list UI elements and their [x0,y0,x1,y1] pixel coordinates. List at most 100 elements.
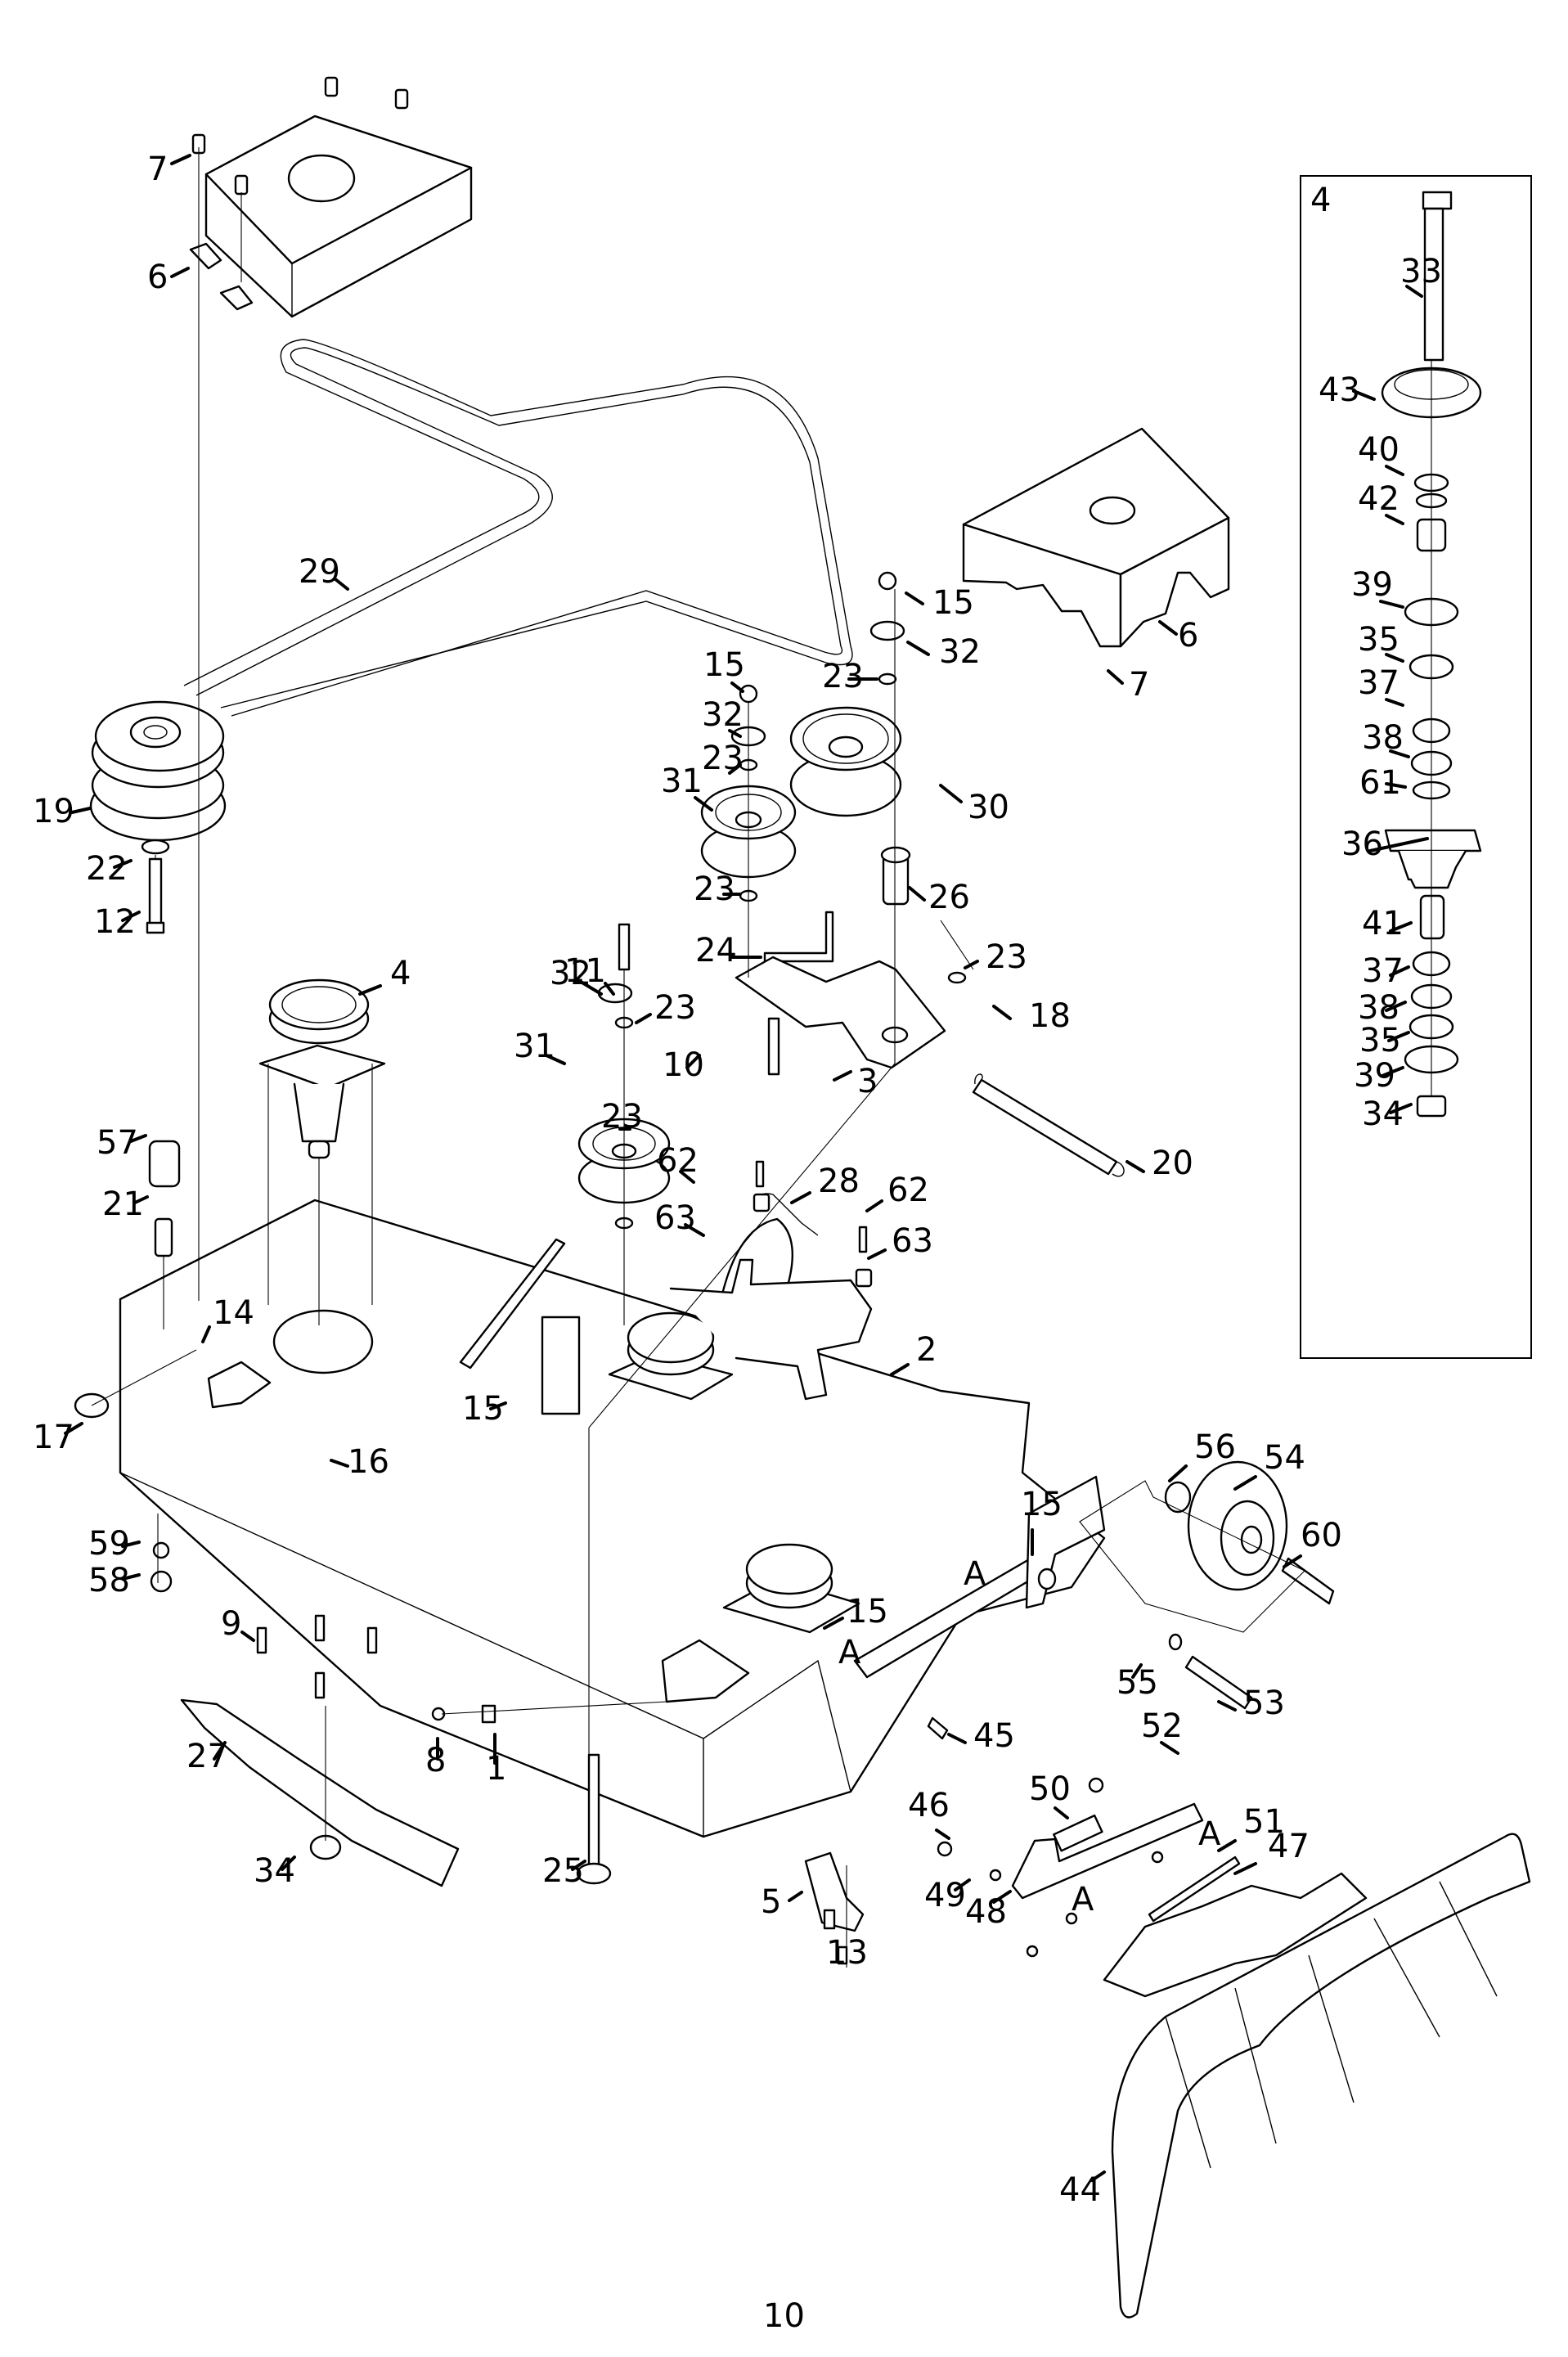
callout-c23e: 23 [964,938,1027,976]
callout-c34: 34 [254,1852,296,1890]
callout-c6a-leader [170,267,190,278]
bolt-icon [324,76,339,97]
callout-c45: 45 [947,1717,1015,1755]
deflector-spring [1053,1814,1103,1852]
nut-icon [150,1570,173,1593]
callout-c1-label: 1 [486,1750,506,1788]
clutch-bolt [146,857,165,934]
callout-c6b-label: 6 [1178,617,1198,654]
callout-c56-label: 56 [1194,1428,1236,1466]
callout-c1: 1 [486,1733,506,1788]
screw-icon [1065,1912,1078,1925]
callout-c9: 9 [221,1605,255,1643]
inset-callout-13-leader [1387,1031,1410,1042]
clip-1 [481,1704,496,1724]
callout-c15b: 15 [703,646,745,693]
callout-c15e-leader [823,1617,844,1630]
callout-c29-label: 29 [299,553,340,591]
callout-c58: 58 [88,1562,141,1599]
electric-clutch [89,700,227,842]
page-number: 10 [763,2297,805,2335]
callout-c62a: 62 [657,1142,699,1184]
inset-callout-8-label: 61 [1359,764,1401,802]
inset-callout-15-label: 34 [1362,1095,1404,1133]
blade-spindle-assembly [258,978,386,1159]
callout-c15c-leader [489,1401,507,1410]
callout-c34-label: 34 [254,1852,295,1890]
callout-c23e-label: 23 [986,938,1027,976]
callout-c15d-label: 15 [1021,1486,1063,1523]
pivot-pin-45 [927,1716,949,1740]
inset-callout-6-leader [1385,698,1404,707]
callout-c8-label: 8 [425,1742,446,1779]
callout-c20-leader [1125,1160,1145,1173]
callout-c21-leader [133,1195,149,1204]
assembly-guide-lines [91,147,1305,1968]
inset-callout-0-leader [1405,285,1423,298]
callout-c49: 49 [924,1877,971,1914]
spacer-icon [753,1193,771,1212]
bracket-24 [763,911,834,963]
inset-callout-13-label: 35 [1359,1022,1401,1059]
inset-callout-14-leader [1381,1066,1404,1077]
bolt-11 [618,923,631,971]
callout-c20: 20 [1125,1145,1193,1182]
bolt-icon [394,88,409,110]
callout-c23c: 23 [694,870,742,908]
callout-c12-label: 12 [94,903,136,941]
callout-c48-leader [992,1890,1012,1904]
callout-c26-leader [908,886,926,902]
callout-c7b-leader [1107,669,1124,685]
callout-c10: 10 [663,1046,704,1084]
callout-c25: 25 [542,1852,586,1890]
callout-c17-leader [64,1422,83,1435]
callout-c12: 12 [94,903,141,941]
callout-c58-label: 58 [88,1562,130,1599]
side-bracket-front [661,1639,750,1703]
inset-callout-15-leader [1389,1103,1413,1114]
callout-c26-label: 26 [928,879,970,916]
callout-c7a-leader [170,154,191,165]
nut-icon [1088,1777,1104,1793]
callout-c6a-label: 6 [147,259,168,296]
callout-c16: 16 [330,1443,389,1481]
inset-callout-10-label: 41 [1362,905,1404,942]
callout-c13: 13 [826,1934,868,1972]
callout-c47-label: 47 [1268,1828,1310,1865]
callout-c57: 57 [97,1124,147,1162]
callout-c51-leader [1217,1839,1237,1852]
callout-c23f-label: 23 [601,1098,643,1136]
callout-c23d-label: 23 [654,989,696,1027]
callout-c63b-leader [867,1248,887,1260]
callout-c19: 19 [33,793,92,830]
callout-cA3: A [1198,1815,1221,1853]
callout-c7b-label: 7 [1129,666,1149,704]
callout-c47-leader [1233,1862,1257,1875]
inset-callout-5: 35 [1358,621,1404,663]
deflector-rod [1148,1855,1241,1923]
callout-c60: 60 [1283,1517,1342,1568]
bolt-icon [366,1626,378,1654]
side-bracket [207,1361,272,1409]
mower-blade [180,1698,460,1887]
callout-c59-label: 59 [88,1525,130,1563]
callout-c63a-label: 63 [654,1199,696,1237]
callout-c15b-leader [730,681,744,693]
callout-c34-leader [281,1855,296,1871]
callout-c25-label: 25 [542,1852,584,1890]
callout-c32b-leader [728,729,742,738]
callout-c63a-leader [684,1223,705,1237]
callout-c14-leader [201,1325,211,1343]
bolt-icon [314,1671,326,1699]
callout-c28: 28 [790,1163,860,1204]
spindle-detail-inset [1300,175,1532,1359]
bolt-icon [234,174,249,196]
spacer-icon [855,1268,873,1288]
callout-c6b: 6 [1158,617,1198,654]
callout-c45-label: 45 [973,1717,1015,1755]
inset-callout-6: 37 [1358,664,1404,707]
inset-callout-5-leader [1385,653,1404,663]
callout-c23b-leader [728,763,742,775]
callout-c16-label: 16 [348,1443,389,1481]
callout-c15b-label: 15 [703,646,745,684]
